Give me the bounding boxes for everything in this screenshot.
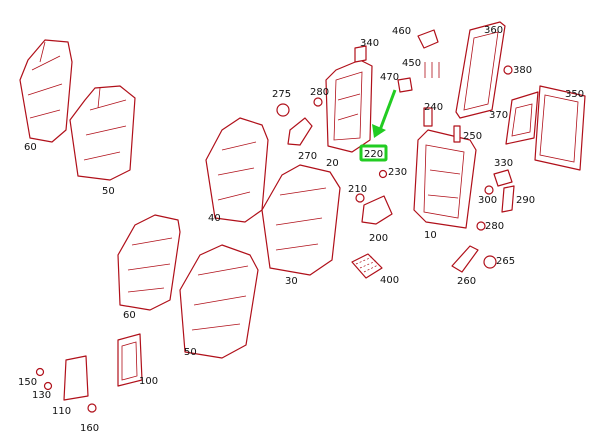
callout-60-top[interactable]: 60	[24, 142, 37, 153]
part-30-seat-cushion[interactable]	[261, 164, 341, 276]
part-275-grommet[interactable]	[276, 103, 290, 117]
callout-50-top[interactable]: 50	[102, 186, 115, 197]
part-230-screw[interactable]	[378, 169, 388, 179]
callout-10[interactable]: 10	[424, 230, 437, 241]
part-400-grille[interactable]	[351, 253, 383, 279]
part-280-bolt-lower[interactable]	[476, 221, 486, 231]
callout-340[interactable]: 340	[360, 38, 379, 49]
callout-450[interactable]: 450	[402, 58, 421, 69]
part-340-clip[interactable]	[354, 45, 367, 63]
callout-350[interactable]: 350	[565, 89, 584, 100]
part-60-backrest-left[interactable]	[19, 39, 73, 143]
highlight-arrow	[372, 89, 397, 138]
part-160-fastener[interactable]	[87, 403, 97, 413]
callout-290[interactable]: 290	[516, 195, 535, 206]
callout-280-lower[interactable]: 280	[485, 221, 504, 232]
callout-370[interactable]: 370	[489, 110, 508, 121]
callout-20[interactable]: 20	[326, 158, 339, 169]
part-210-nut[interactable]	[355, 193, 365, 203]
callout-460[interactable]: 460	[392, 26, 411, 37]
callout-380[interactable]: 380	[513, 65, 532, 76]
callout-210[interactable]: 210	[348, 184, 367, 195]
callout-250[interactable]: 250	[463, 131, 482, 142]
part-130-clip[interactable]	[43, 381, 53, 391]
callout-260[interactable]: 260	[457, 276, 476, 287]
part-50-cover-lower[interactable]	[179, 244, 259, 359]
part-300-bolt[interactable]	[484, 185, 494, 195]
callout-275[interactable]: 275	[272, 89, 291, 100]
part-350-rear-cover[interactable]	[534, 85, 586, 171]
callout-270[interactable]: 270	[298, 151, 317, 162]
part-270-hinge[interactable]	[287, 117, 313, 146]
callout-470[interactable]: 470	[380, 72, 399, 83]
part-470-latch[interactable]	[397, 77, 413, 93]
part-330-bracket[interactable]	[493, 169, 513, 187]
callout-280-top[interactable]: 280	[310, 87, 329, 98]
part-50-backrest-right[interactable]	[69, 85, 136, 181]
callout-330[interactable]: 330	[494, 158, 513, 169]
part-60-cover-lower[interactable]	[117, 214, 181, 311]
part-280-bolt[interactable]	[313, 97, 323, 107]
part-290-mount[interactable]	[501, 185, 515, 213]
highlight-box-220	[359, 144, 388, 162]
part-260-link[interactable]	[451, 245, 479, 273]
part-380-screw[interactable]	[503, 65, 513, 75]
callout-40[interactable]: 40	[208, 213, 221, 224]
callout-360[interactable]: 360	[484, 25, 503, 36]
part-370-bracket[interactable]	[505, 91, 539, 145]
callout-130[interactable]: 130	[32, 390, 51, 401]
part-10-seat-frame[interactable]	[413, 129, 477, 229]
callout-150[interactable]: 150	[18, 377, 37, 388]
part-150-screw[interactable]	[35, 367, 45, 377]
part-360-rear-panel[interactable]	[455, 21, 506, 119]
callout-220[interactable]: 220	[364, 149, 383, 160]
part-110-panel[interactable]	[63, 355, 89, 401]
part-460-cap[interactable]	[417, 29, 439, 49]
callout-240[interactable]: 240	[424, 102, 443, 113]
callout-200[interactable]: 200	[369, 233, 388, 244]
callout-300[interactable]: 300	[478, 195, 497, 206]
part-265-ring[interactable]	[483, 255, 497, 269]
part-240-screw[interactable]	[423, 107, 433, 127]
callout-160[interactable]: 160	[80, 423, 99, 434]
callout-110[interactable]: 110	[52, 406, 71, 417]
callout-60-lower[interactable]: 60	[123, 310, 136, 321]
callout-30[interactable]: 30	[285, 276, 298, 287]
part-20-backrest-frame[interactable]	[325, 59, 373, 153]
part-100-bracket[interactable]	[117, 333, 143, 387]
part-40-seat-cushion[interactable]	[205, 117, 269, 223]
callout-230[interactable]: 230	[388, 167, 407, 178]
callout-50-lower[interactable]: 50	[184, 347, 197, 358]
callout-100[interactable]: 100	[139, 376, 158, 387]
part-250-screw[interactable]	[453, 125, 461, 143]
part-200-hinge[interactable]	[361, 195, 393, 225]
callout-265[interactable]: 265	[496, 256, 515, 267]
callout-400[interactable]: 400	[380, 275, 399, 286]
part-450-pins[interactable]	[424, 62, 440, 78]
